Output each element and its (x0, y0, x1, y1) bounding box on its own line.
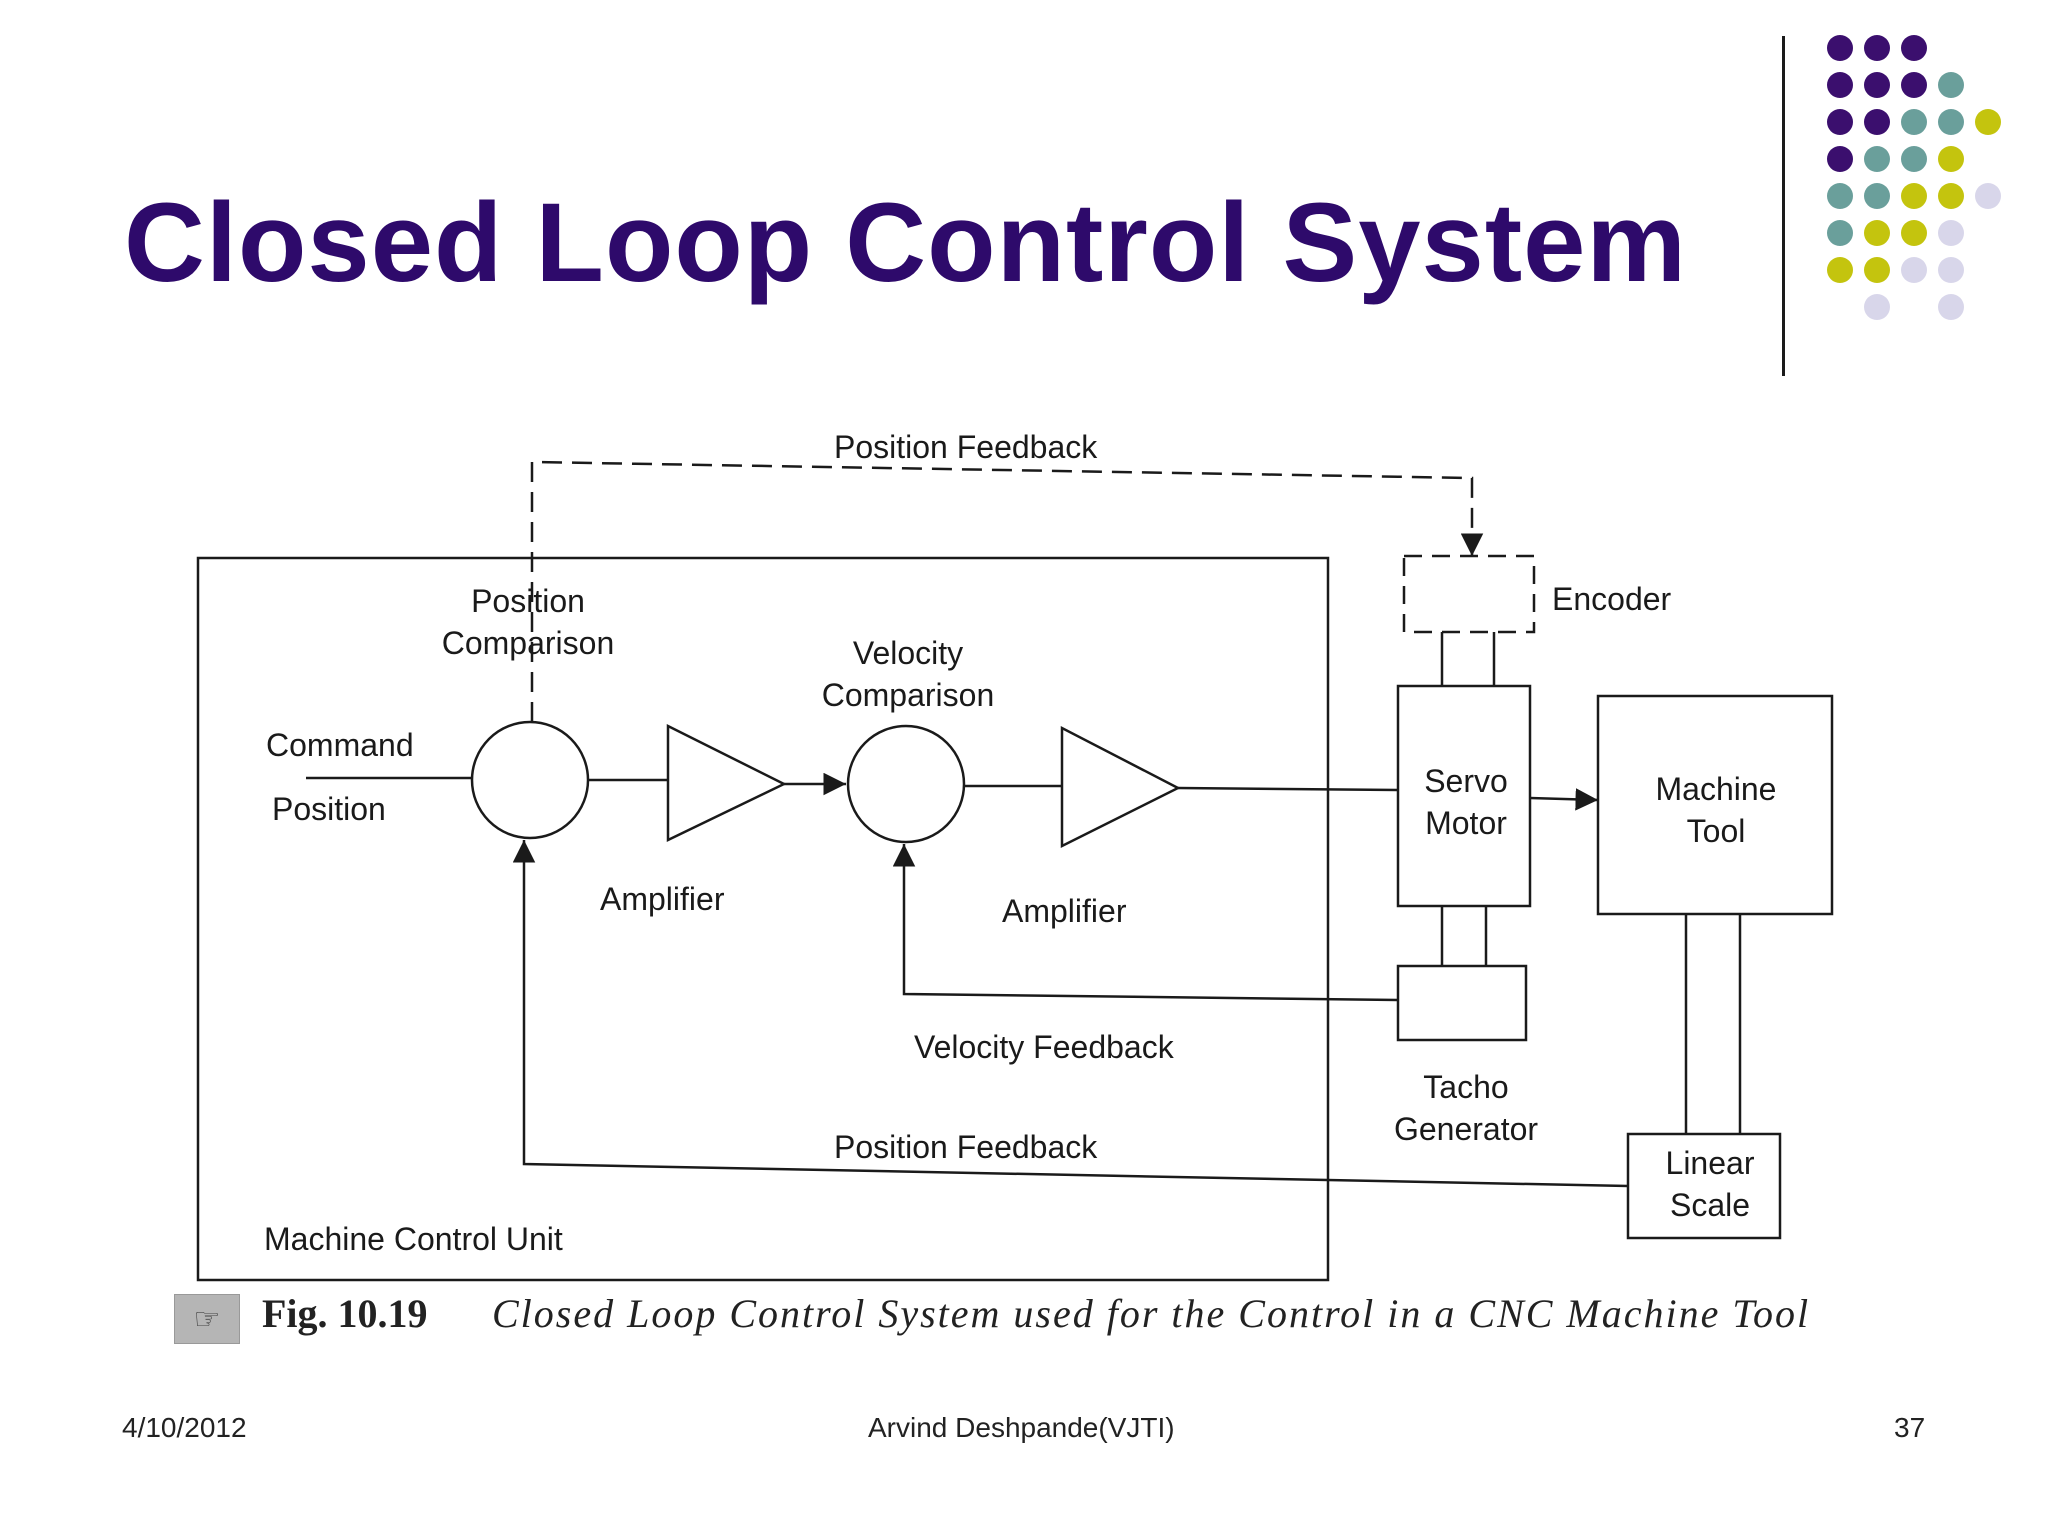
decorative-dot (1901, 72, 1927, 98)
decorative-dot (1864, 294, 1890, 320)
label-velocity-comparison-1: Velocity (853, 635, 963, 671)
decorative-dot (1827, 109, 1853, 135)
decorative-dot (1938, 72, 1964, 98)
title-divider (1782, 36, 1785, 376)
label-servo-1: Servo (1424, 763, 1508, 799)
decorative-dot (1864, 220, 1890, 246)
position-feedback-top-line (530, 460, 1484, 722)
decorative-dot (1901, 146, 1927, 172)
machine-tool-box (1596, 694, 1834, 916)
label-amplifier-2: Amplifier (1002, 893, 1127, 929)
decorative-dot (1975, 109, 2001, 135)
decorative-dot (1901, 257, 1927, 283)
decorative-dot (1975, 183, 2001, 209)
decorative-dot (1827, 146, 1853, 172)
decorative-dot (1864, 109, 1890, 135)
label-machine-tool-2: Tool (1687, 813, 1746, 849)
hand-pointer-icon: ☞ (174, 1294, 240, 1344)
motor-to-tool-arrow (1529, 788, 1599, 811)
velocity-feedback-line (892, 844, 1399, 1002)
label-position: Position (272, 791, 386, 827)
footer-date: 4/10/2012 (122, 1412, 247, 1443)
decorative-dot-grid (1827, 35, 2001, 320)
amplifier-1-triangle (666, 723, 787, 842)
decorative-dot (1938, 294, 1964, 320)
label-machine-control-unit: Machine Control Unit (264, 1221, 563, 1257)
label-encoder: Encoder (1552, 581, 1672, 617)
label-position-comparison-2: Comparison (442, 625, 615, 661)
label-position-feedback-top: Position Feedback (834, 429, 1098, 465)
label-velocity-comparison-2: Comparison (822, 677, 995, 713)
machine-control-unit-box (196, 556, 1330, 1282)
decorative-dot (1827, 220, 1853, 246)
amplifier-2-triangle (1060, 725, 1181, 849)
label-servo-2: Motor (1425, 805, 1507, 841)
tacho-generator-box (1396, 964, 1528, 1042)
decorative-dot (1938, 220, 1964, 246)
decorative-dot (1827, 257, 1853, 283)
servo-motor-box (1396, 684, 1532, 908)
label-tacho-2: Generator (1394, 1111, 1538, 1147)
footer-author: Arvind Deshpande(VJTI) (868, 1412, 1175, 1443)
decorative-dot (1864, 183, 1890, 209)
label-position-feedback-bottom: Position Feedback (834, 1129, 1098, 1165)
decorative-dot (1864, 257, 1890, 283)
decorative-dot (1938, 109, 1964, 135)
decorative-dot (1827, 183, 1853, 209)
label-amplifier-1: Amplifier (600, 881, 725, 917)
decorative-dot (1864, 72, 1890, 98)
footer-page-number: 37 (1894, 1412, 1926, 1443)
label-linear-scale-1: Linear (1666, 1145, 1755, 1181)
figure-label: Fig. 10.19 (262, 1291, 428, 1336)
label-velocity-feedback: Velocity Feedback (914, 1029, 1175, 1065)
closed-loop-diagram: Position Feedback Encoder Position Compa… (196, 429, 1834, 1282)
decorative-dot (1901, 109, 1927, 135)
decorative-dot (1901, 220, 1927, 246)
position-feedback-bottom-line (512, 840, 1629, 1188)
slide-title: Closed Loop Control System (124, 180, 1687, 305)
decorative-dot (1864, 35, 1890, 61)
label-machine-tool-1: Machine (1656, 771, 1777, 807)
label-command: Command (266, 727, 414, 763)
decorative-dot (1827, 35, 1853, 61)
decorative-dot (1938, 257, 1964, 283)
decorative-dot (1938, 146, 1964, 172)
decorative-dot (1864, 146, 1890, 172)
decorative-dot (1827, 72, 1853, 98)
decorative-dot (1901, 35, 1927, 61)
velocity-comparator (846, 724, 966, 844)
decorative-dot (1938, 183, 1964, 209)
figure-caption: Closed Loop Control System used for the … (492, 1291, 1811, 1336)
label-position-comparison-1: Position (471, 583, 585, 619)
label-linear-scale-2: Scale (1670, 1187, 1750, 1223)
position-comparator (470, 720, 590, 840)
encoder-box (1402, 554, 1536, 634)
label-tacho-1: Tacho (1423, 1069, 1508, 1105)
decorative-dot (1901, 183, 1927, 209)
